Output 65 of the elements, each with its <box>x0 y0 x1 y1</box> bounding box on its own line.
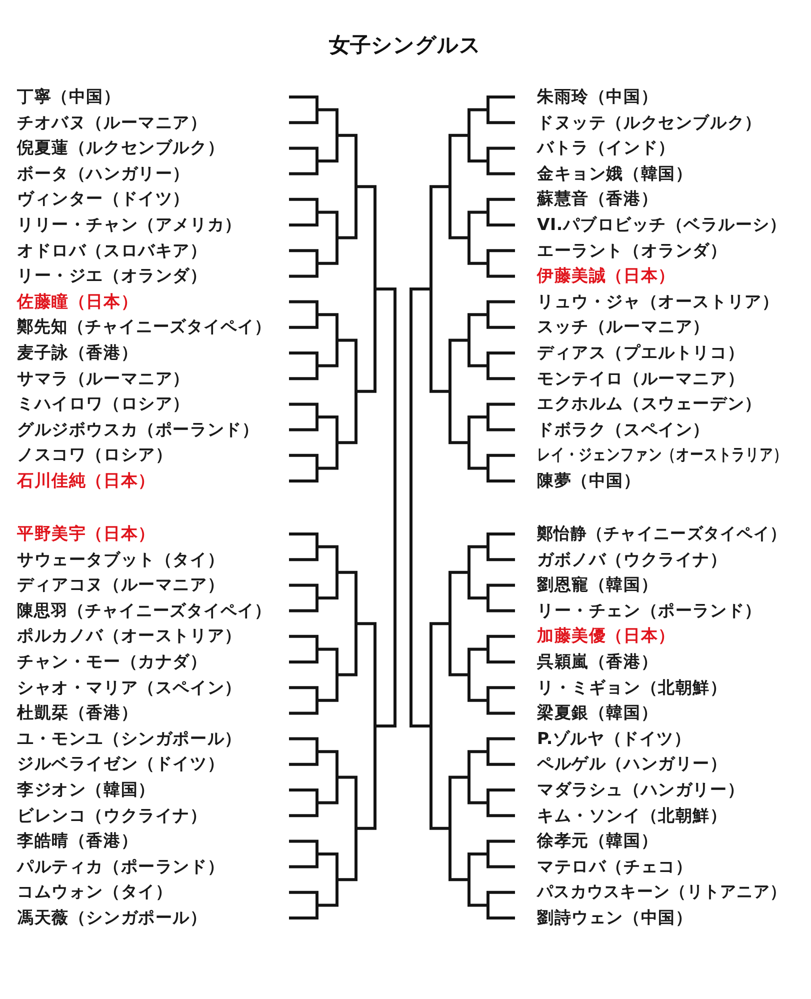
player-name: VI.パブロビッチ（ベラルーシ） <box>537 215 787 235</box>
player-name: コムウォン（タイ） <box>17 882 173 902</box>
player-name: ミハイロワ（ロシア） <box>17 394 190 414</box>
player-name: スッチ（ルーマニア） <box>537 317 710 338</box>
player-name: 李皓晴（香港） <box>17 831 138 852</box>
player-name: 鄭怡静（チャイニーズタイペイ） <box>537 524 787 544</box>
player-name: キム・ソンイ（北朝鮮） <box>537 806 728 826</box>
player-name: 劉恩寵（韓国） <box>537 575 658 596</box>
player-name: ポルカノバ（オーストリア） <box>17 626 242 646</box>
player-name: オドロバ（スロバキア） <box>17 240 208 261</box>
player-name: ガボノバ（ウクライナ） <box>537 550 728 570</box>
player-name: ユ・モンユ（シンガポール） <box>17 728 242 749</box>
player-name: 徐孝元（韓国） <box>537 831 658 852</box>
player-name: 陳夢（中国） <box>537 471 641 491</box>
player-name: ペルゲル（ハンガリー） <box>537 754 728 774</box>
player-name: 馮天薇（シンガポール） <box>17 908 208 928</box>
player-name: パルティカ（ポーランド） <box>17 856 225 877</box>
player-name: 金キョン娥（韓国） <box>537 164 693 184</box>
player-name: リー・チェン（ポーランド） <box>537 600 762 621</box>
player-name: 丁寧（中国） <box>17 87 121 107</box>
player-name: リリー・チャン（アメリカ） <box>17 215 242 235</box>
player-name: 佐藤瞳（日本） <box>17 292 138 312</box>
player-name: チオバヌ（ルーマニア） <box>17 112 208 133</box>
player-name: 加藤美優（日本） <box>537 626 676 646</box>
player-name: 麦子詠（香港） <box>17 343 138 363</box>
player-name: ドボラク（スペイン） <box>537 420 710 440</box>
player-name: 朱雨玲（中国） <box>537 87 658 107</box>
player-name: 伊藤美誠（日本） <box>537 266 676 286</box>
player-name: サマラ（ルーマニア） <box>17 368 190 389</box>
player-name: 鄭先知（チャイニーズタイペイ） <box>17 317 272 338</box>
player-name: P.ゾルヤ（ドイツ） <box>537 728 692 749</box>
player-name: シャオ・マリア（スペイン） <box>17 678 242 698</box>
player-name: リュウ・ジャ（オーストリア） <box>537 292 780 312</box>
player-name: マテロバ（チェコ） <box>537 856 693 877</box>
player-name: ノスコワ（ロシア） <box>17 445 173 466</box>
player-name: レイ・ジェンファン（オーストラリア） <box>537 445 788 466</box>
player-name: 陳思羽（チャイニーズタイペイ） <box>17 600 272 621</box>
player-name: 蘇慧音（香港） <box>537 189 658 210</box>
player-name: ヴィンター（ドイツ） <box>17 189 190 210</box>
player-name: 石川佳純（日本） <box>17 471 156 491</box>
player-name: ビレンコ（ウクライナ） <box>17 806 208 826</box>
player-name: 呉穎嵐（香港） <box>537 652 658 672</box>
player-name: マダラシュ（ハンガリー） <box>537 780 745 800</box>
player-name: パスカウスキーン（リトアニア） <box>537 882 787 902</box>
player-name: リ・ミギョン（北朝鮮） <box>537 678 728 698</box>
player-name: ジルベライゼン（ドイツ） <box>17 754 225 774</box>
player-name: ディアス（プエルトリコ） <box>537 343 745 363</box>
title: 女子シングルス <box>329 32 481 58</box>
player-name: エクホルム（スウェーデン） <box>537 394 762 414</box>
player-name: 劉詩ウェン（中国） <box>537 908 693 928</box>
player-name: グルジボウスカ（ポーランド） <box>17 420 260 440</box>
player-name: リー・ジエ（オランダ） <box>17 266 208 286</box>
player-name: チャン・モー（カナダ） <box>17 652 208 672</box>
player-name: サウェータブット（タイ） <box>17 550 225 570</box>
player-name: エーラント（オランダ） <box>537 240 728 261</box>
player-name: モンテイロ（ルーマニア） <box>537 368 745 389</box>
player-name: 平野美宇（日本） <box>17 524 156 544</box>
player-name: バトラ（インド） <box>537 138 676 158</box>
player-name: ディアコヌ（ルーマニア） <box>17 575 225 596</box>
player-name: 梁夏銀（韓国） <box>537 703 658 724</box>
player-name: ボータ（ハンガリー） <box>17 164 190 184</box>
player-name: ドヌッテ（ルクセンブルク） <box>537 112 762 133</box>
player-name: 杜凱栞（香港） <box>17 703 138 724</box>
player-name: 倪夏蓮（ルクセンブルク） <box>17 138 225 158</box>
player-name: 李ジオン（韓国） <box>17 780 156 800</box>
